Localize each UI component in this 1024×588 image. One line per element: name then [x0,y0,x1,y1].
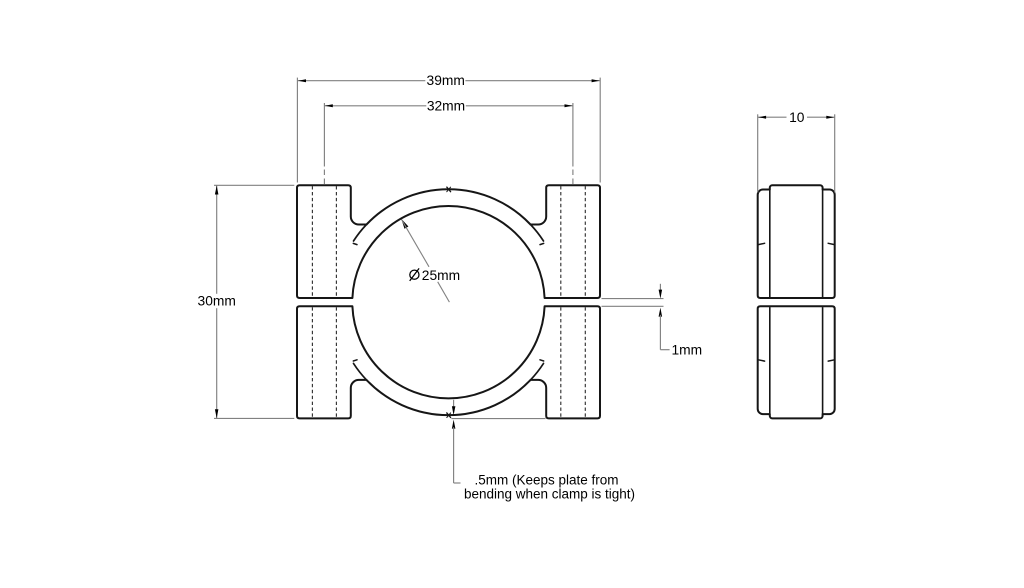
svg-text:25mm: 25mm [422,268,460,283]
svg-text:1mm: 1mm [672,343,703,358]
svg-text:32mm: 32mm [427,98,465,113]
svg-text:30mm: 30mm [198,294,236,309]
svg-text:10: 10 [789,110,805,125]
svg-text:.5mm (Keeps plate from: .5mm (Keeps plate from [474,472,618,487]
svg-text:bending when clamp is tight): bending when clamp is tight) [464,487,635,502]
svg-text:39mm: 39mm [427,73,465,88]
